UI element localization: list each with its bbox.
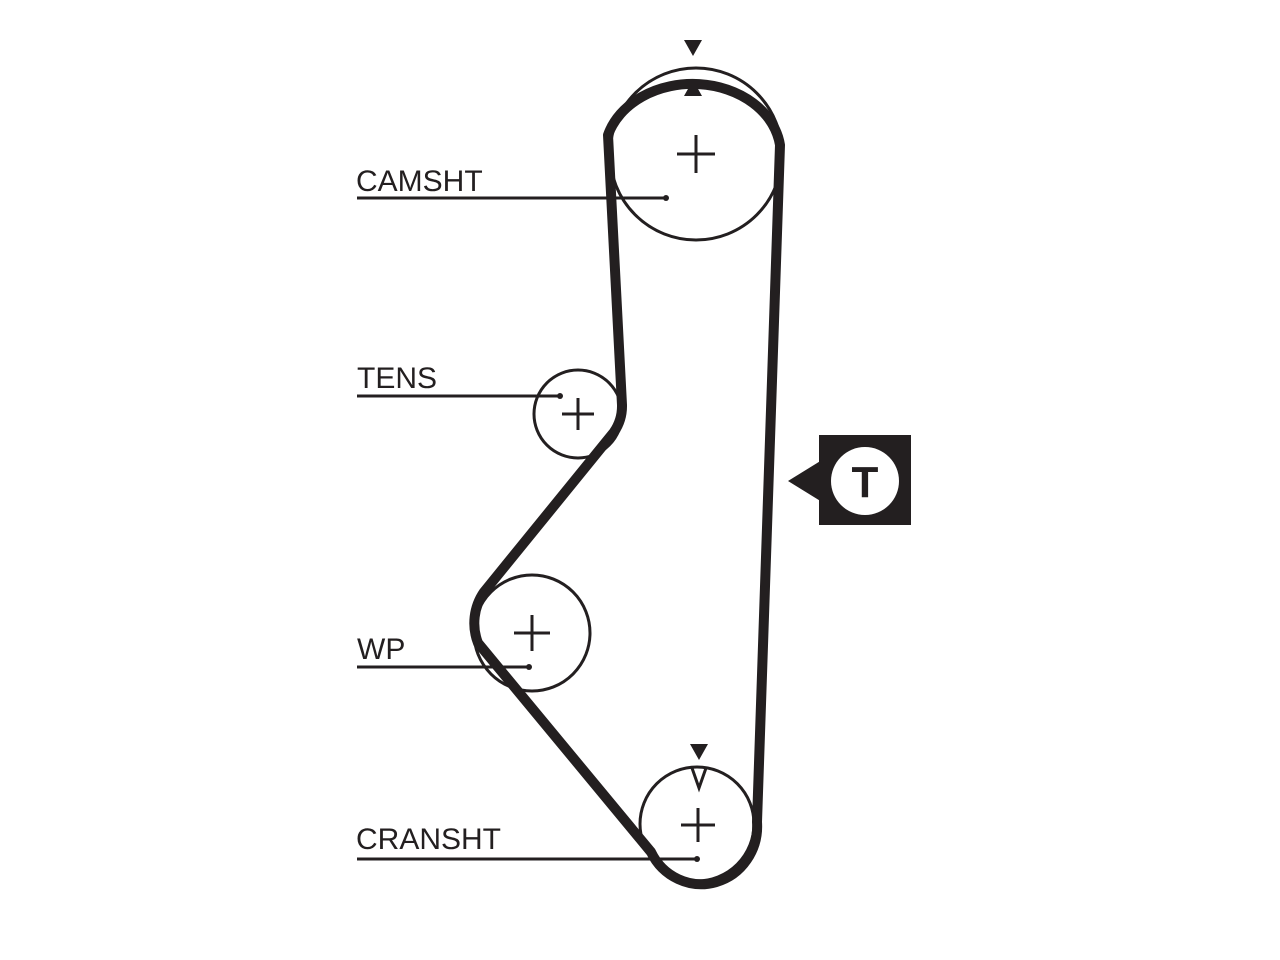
water-pump-center-cross — [514, 615, 550, 651]
camshaft-label: CAMSHT — [356, 165, 483, 198]
camshaft-leader — [357, 195, 669, 201]
camshaft-center-cross — [677, 135, 715, 173]
tension-side-badge: T — [788, 435, 911, 525]
crankshaft-timing-mark — [690, 744, 708, 793]
tensioner-center-cross — [562, 398, 594, 430]
crankshaft-leader — [357, 856, 700, 862]
camshaft-timing-mark — [684, 40, 702, 96]
timing-belt — [469, 78, 785, 890]
crankshaft-label: CRANSHT — [356, 823, 501, 856]
tensioner-label: TENS — [357, 362, 437, 395]
water-pump-leader — [357, 664, 532, 670]
tensioner-leader — [357, 393, 563, 399]
tension-badge-letter: T — [852, 458, 879, 507]
crankshaft-center-cross — [681, 808, 715, 842]
water-pump-label: WP — [357, 633, 405, 666]
